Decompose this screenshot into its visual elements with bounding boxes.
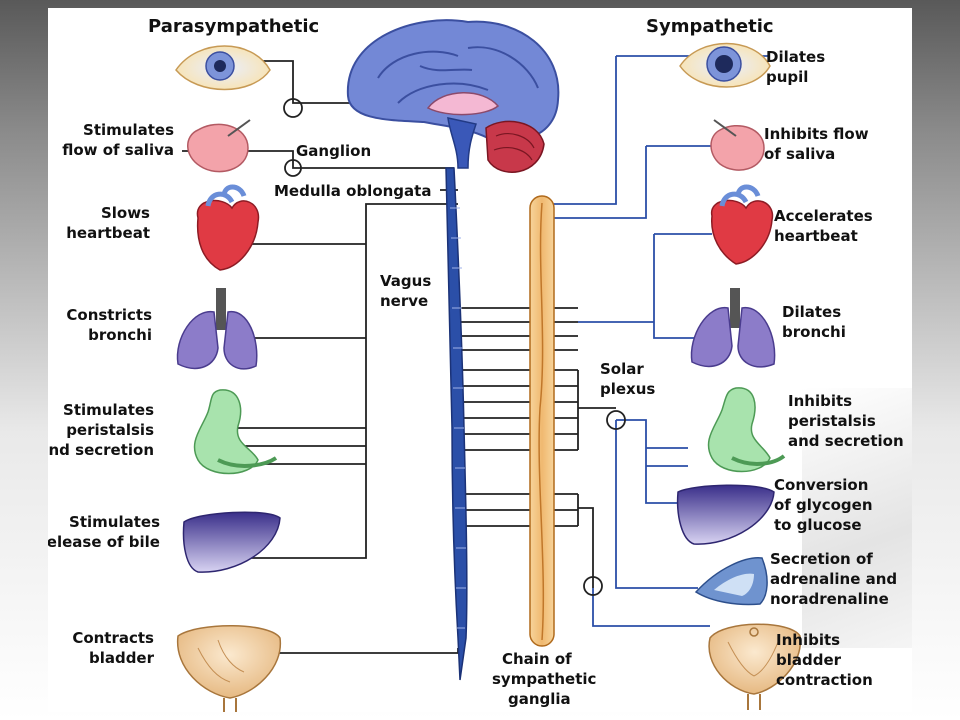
sympathetic-effect-7-line-2: contraction bbox=[776, 671, 873, 689]
salivary-gland-icon-left bbox=[187, 119, 251, 173]
sympathetic-effect-4-line-1: peristalsis bbox=[788, 412, 876, 430]
sympathetic-effect-6-line-0: Secretion of bbox=[770, 550, 873, 568]
liver-icon-left bbox=[182, 511, 281, 573]
sympathetic-effect-3-line-1: bronchi bbox=[782, 323, 846, 341]
sympathetic-effect-7-line-0: Inhibits bbox=[776, 631, 840, 649]
spinal-segments bbox=[450, 207, 466, 629]
vagus-nerve-label-line2: nerve bbox=[380, 292, 428, 310]
parasympathetic-effect-2-line-0: Constricts bbox=[66, 306, 152, 324]
bladder-icon-left bbox=[177, 625, 281, 712]
sympathetic-effect-2-line-0: Accelerates bbox=[774, 207, 873, 225]
sympathetic-chain bbox=[529, 195, 555, 647]
sympathetic-effect-7-line-1: bladder bbox=[776, 651, 842, 669]
parasympathetic-effect-2-line-1: bronchi bbox=[88, 326, 152, 344]
solar-plexus-label-line1: Solar bbox=[600, 360, 644, 378]
parasympathetic-effect-5-line-1: bladder bbox=[89, 649, 155, 667]
eye-icon-left bbox=[175, 45, 271, 91]
parasympathetic-effect-0-line-1: flow of saliva bbox=[62, 141, 174, 159]
parasympathetic-effect-4-line-0: Stimulates bbox=[69, 513, 160, 531]
sympathetic-effect-5-line-1: of glycogen bbox=[774, 496, 873, 514]
sympathetic-effect-0-line-0: Dilates bbox=[766, 48, 825, 66]
parasympathetic-effect-4-line-1: release of bile bbox=[48, 533, 160, 551]
ganglion-marker-saliva bbox=[284, 159, 302, 177]
sympathetic-effect-3-line-0: Dilates bbox=[782, 303, 841, 321]
autonomic-nervous-system-diagram: Parasympathetic Sympathetic Stimulates fl… bbox=[48, 16, 904, 712]
heart-icon-right bbox=[711, 184, 774, 265]
sympathetic-effect-6-line-1: adrenaline and bbox=[770, 570, 897, 588]
medulla-oblongata-label: Medulla oblongata bbox=[274, 182, 431, 200]
adrenal-gland-icon-right bbox=[694, 557, 768, 606]
spinal-cord bbox=[445, 167, 468, 681]
lungs-icon-left bbox=[176, 288, 258, 370]
solar-plexus-label-line2: plexus bbox=[600, 380, 655, 398]
chain-label-line3: ganglia bbox=[508, 690, 571, 708]
sympathetic-effect-4-line-2: and secretion bbox=[788, 432, 904, 450]
sympathetic-effect-0-line-1: pupil bbox=[766, 68, 808, 86]
solar-plexus-marker bbox=[606, 410, 626, 430]
header-parasympathetic: Parasympathetic bbox=[148, 16, 319, 37]
parasympathetic-effect-3-line-1: peristalsis bbox=[66, 421, 154, 439]
sympathetic-effect-5-line-2: to glucose bbox=[774, 516, 862, 534]
liver-icon-right bbox=[676, 484, 775, 545]
salivary-gland-icon-right bbox=[710, 119, 765, 171]
sympathetic-effect-4-line-0: Inhibits bbox=[788, 392, 852, 410]
eye-icon-right bbox=[679, 42, 771, 88]
chain-label-line1: Chain of bbox=[502, 650, 572, 668]
stomach-icon-right bbox=[707, 387, 786, 473]
adrenal-ganglion-marker bbox=[583, 576, 603, 596]
vagus-nerve-label-line1: Vagus bbox=[380, 272, 431, 290]
sympathetic-effect-1-line-1: of saliva bbox=[764, 145, 835, 163]
slide: Parasympathetic Sympathetic Stimulates fl… bbox=[48, 8, 912, 712]
chain-label-line2: sympathetic bbox=[492, 670, 596, 688]
parasympathetic-effect-1-line-0: Slows bbox=[101, 204, 150, 222]
bladder-icon-right bbox=[708, 623, 802, 710]
stomach-icon-left bbox=[193, 389, 278, 475]
sympathetic-effect-6-line-2: noradrenaline bbox=[770, 590, 889, 608]
parasympathetic-effect-3-line-2: and secretion bbox=[48, 441, 154, 459]
lungs-icon-right bbox=[690, 288, 776, 368]
sympathetic-effect-2-line-1: heartbeat bbox=[774, 227, 858, 245]
background-swoosh bbox=[802, 388, 912, 648]
sympathetic-effect-1-line-0: Inhibits flow bbox=[764, 125, 869, 143]
heart-icon-left bbox=[196, 184, 260, 271]
ganglion-marker-eye bbox=[283, 98, 303, 118]
parasympathetic-effect-3-line-0: Stimulates bbox=[63, 401, 154, 419]
header-sympathetic: Sympathetic bbox=[646, 16, 774, 37]
brain bbox=[346, 19, 560, 173]
parasympathetic-effect-0-line-0: Stimulates bbox=[83, 121, 174, 139]
sympathetic-effect-5-line-0: Conversion bbox=[774, 476, 868, 494]
ganglion-label: Ganglion bbox=[296, 142, 371, 160]
parasympathetic-effect-5-line-0: Contracts bbox=[72, 629, 154, 647]
parasympathetic-effect-1-line-1: heartbeat bbox=[66, 224, 150, 242]
